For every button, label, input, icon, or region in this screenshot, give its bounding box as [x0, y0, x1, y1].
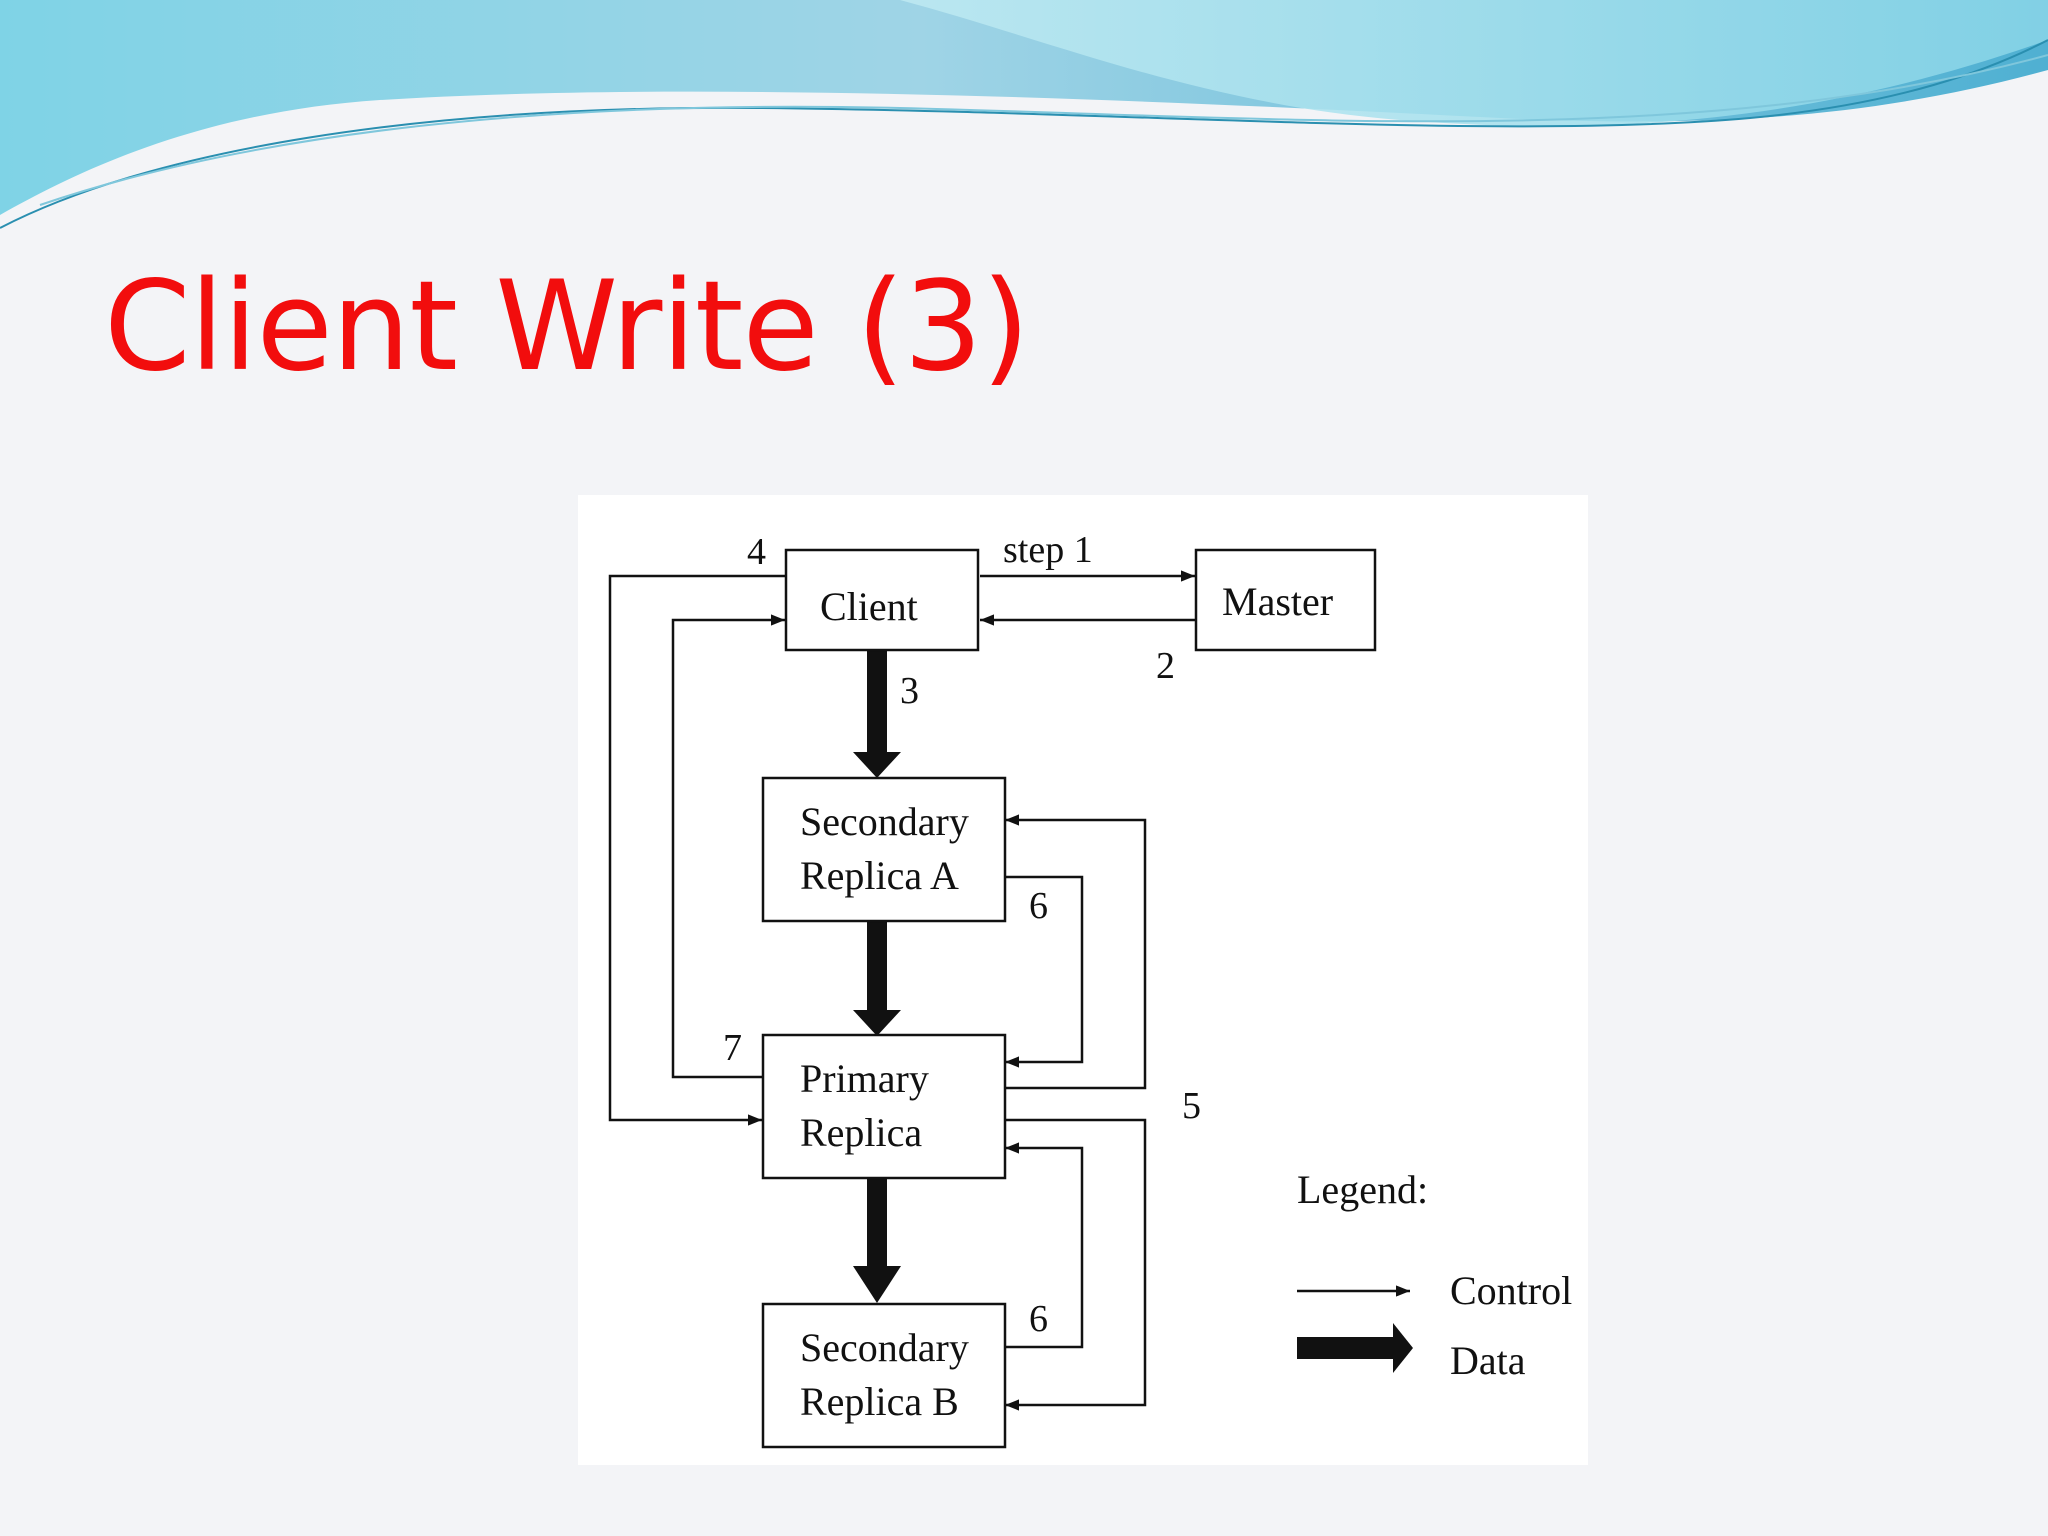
control-arrow-step6-secondary-b-to-primary	[1005, 1142, 1084, 1349]
node-secondary-b-label-line1: Secondary	[800, 1325, 969, 1370]
step-label-7: 7	[723, 1027, 742, 1069]
control-arrow-step6-secondary-a-to-primary	[1005, 875, 1084, 1068]
legend-data-label: Data	[1450, 1338, 1526, 1383]
legend-title: Legend:	[1297, 1167, 1428, 1212]
node-master: Master	[1194, 548, 1377, 652]
legend: Legend: Control Data	[1297, 1167, 1572, 1383]
node-secondary-b-label-line2: Replica B	[800, 1379, 959, 1424]
header-wave-decoration	[0, 0, 2048, 229]
node-client: Client	[784, 548, 980, 652]
data-arrow-client-to-secondary-a	[853, 650, 901, 778]
step-label-6-upper: 6	[1029, 885, 1048, 927]
control-arrow-step4-client-to-primary	[608, 574, 785, 1126]
control-arrow-step5-primary-to-secondary-a	[1005, 814, 1147, 1090]
node-secondary-a-label-line2: Replica A	[800, 853, 959, 898]
step-label-1: step 1	[1003, 529, 1093, 571]
node-client-label: Client	[820, 584, 918, 629]
step-label-5: 5	[1182, 1085, 1201, 1127]
node-secondary-replica-b: Secondary Replica B	[761, 1302, 1007, 1449]
control-flow-arrows	[608, 570, 1196, 1411]
control-arrow-step5-primary-to-secondary-b	[1005, 1118, 1147, 1411]
node-master-label: Master	[1222, 579, 1333, 624]
node-secondary-a-label-line1: Secondary	[800, 799, 969, 844]
node-primary-replica: Primary Replica	[761, 1033, 1007, 1180]
data-arrow-primary-to-secondary-b	[853, 1178, 901, 1303]
node-secondary-replica-a: Secondary Replica A	[761, 776, 1007, 923]
node-primary-label-line1: Primary	[800, 1056, 929, 1101]
step-labels: step 1 2 3 4 5 6 6 7	[723, 529, 1201, 1340]
legend-data-arrow	[1297, 1323, 1413, 1373]
data-flow-arrows	[853, 650, 901, 1303]
step-label-6-lower: 6	[1029, 1298, 1048, 1340]
step-label-2: 2	[1156, 645, 1175, 687]
control-arrow-step7-primary-to-client	[671, 614, 785, 1079]
legend-control-label: Control	[1450, 1268, 1572, 1313]
data-arrow-secondary-a-to-primary	[853, 922, 901, 1036]
node-primary-label-line2: Replica	[800, 1110, 922, 1155]
slide-title: Client Write (3)	[104, 255, 1030, 399]
step-label-3: 3	[900, 670, 919, 712]
step-label-4: 4	[747, 531, 766, 573]
